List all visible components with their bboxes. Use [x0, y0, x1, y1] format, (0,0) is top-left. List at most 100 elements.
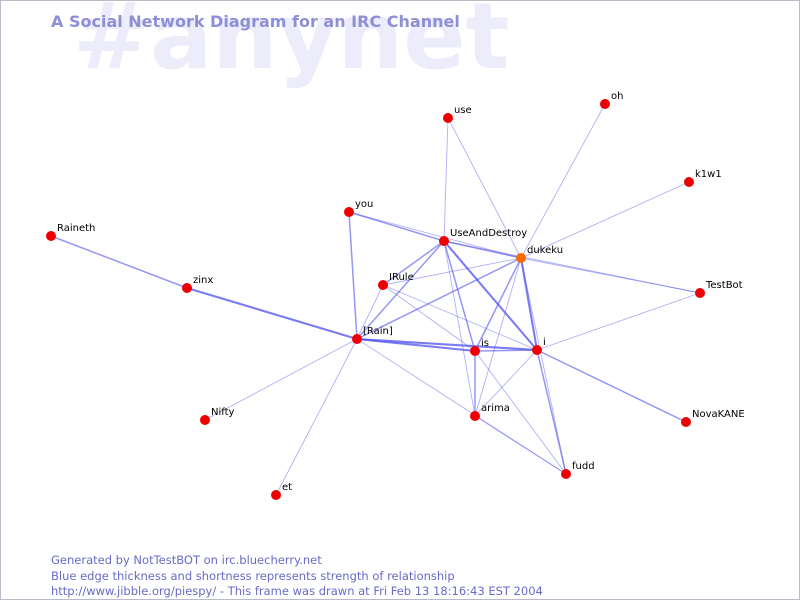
node-dukeku: dukeku [516, 245, 563, 263]
node-you: you [344, 199, 373, 217]
edge-rain-dukeku [356, 257, 522, 340]
footer: Generated by NotTestBOT on irc.bluecherr… [51, 553, 543, 599]
edge-rain-irule [356, 284, 384, 340]
node-label: k1w1 [695, 169, 722, 180]
edge-dukeku-irule [382, 257, 522, 286]
edge-dukeku-fudd [520, 257, 567, 475]
edge-rain-nifty [204, 338, 358, 421]
edge-use-dukeku [447, 117, 522, 259]
edge-layer [50, 103, 701, 496]
edge-useanddestroy-arima [443, 240, 476, 417]
node-label: [Rain] [363, 326, 393, 337]
node-label: use [454, 105, 472, 116]
node-label: UseAndDestroy [450, 228, 527, 239]
edge-useanddestroy-dukeku [443, 240, 522, 259]
edge-i-arima [474, 349, 538, 417]
node-oh: oh [600, 91, 623, 109]
edge-oh-dukeku [520, 103, 606, 259]
edge-raineth-zinx [50, 235, 188, 289]
node-dot [470, 346, 480, 356]
node-label: IRule [389, 272, 414, 283]
diagram-title: A Social Network Diagram for an IRC Chan… [51, 12, 460, 31]
node-nifty: Nifty [200, 407, 235, 425]
edge-dukeku-arima [474, 257, 522, 417]
footer-generated-by: Generated by NotTestBOT on irc.bluecherr… [51, 553, 322, 567]
edge-dukeku-is [474, 257, 522, 352]
node-dot [532, 345, 542, 355]
edge-rain-et [275, 338, 358, 496]
edge-rain-fudd [356, 338, 567, 475]
node-label: oh [611, 91, 623, 102]
edge-use-useanddestroy [443, 117, 449, 242]
node-dot [271, 490, 281, 500]
footer-url-timestamp: http://www.jibble.org/piespy/ - This fra… [51, 584, 543, 598]
node-useanddestroy: UseAndDestroy [439, 228, 527, 246]
node-dot [600, 99, 610, 109]
footer-legend-note: Blue edge thickness and shortness repres… [51, 568, 455, 583]
node-dot [561, 469, 571, 479]
edge-you-useanddestroy [348, 211, 445, 242]
edge-dukeku-i [519, 257, 539, 351]
node-raineth: Raineth [46, 223, 95, 241]
node-dot [695, 288, 705, 298]
node-dot [182, 283, 192, 293]
node-dot [681, 417, 691, 427]
node-label: fudd [572, 461, 595, 472]
node-testbot: TestBot [695, 280, 743, 298]
node-label: you [355, 199, 373, 210]
edge-i-testbot [536, 292, 701, 351]
edge-irule-is [382, 284, 476, 352]
node-dot [378, 280, 388, 290]
node-label: dukeku [527, 245, 563, 256]
edge-useanddestroy-irule [382, 240, 445, 286]
edge-useanddestroy-i [443, 240, 538, 351]
edge-useanddestroy-is [443, 240, 476, 352]
node-label: arima [481, 403, 510, 414]
node-dot [344, 207, 354, 217]
edge-is-i [474, 349, 538, 352]
edge-useanddestroy-testbot [443, 240, 701, 294]
node-irule: IRule [378, 272, 414, 290]
node-et: et [271, 482, 292, 500]
edge-dukeku-testbot [520, 257, 701, 294]
node-label: is [481, 338, 489, 349]
edge-zinx-rain [186, 286, 358, 341]
edge-rain-useanddestroy [356, 240, 445, 340]
edge-k1w1-dukeku [520, 181, 690, 259]
node-label: NovaKANE [692, 409, 745, 420]
node-dot [352, 334, 362, 344]
node-label: TestBot [705, 280, 743, 291]
node-dot [439, 236, 449, 246]
edge-i-fudd [536, 349, 567, 475]
edge-rain-you [348, 211, 358, 340]
node-dot [684, 177, 694, 187]
node-k1w1: k1w1 [684, 169, 722, 187]
node-novakane: NovaKANE [681, 409, 745, 427]
node-fudd: fudd [561, 461, 595, 479]
node-dot [470, 411, 480, 421]
node-dot [46, 231, 56, 241]
node-label: Raineth [57, 223, 95, 234]
edge-arima-fudd [474, 415, 567, 475]
node-label: zinx [193, 275, 213, 286]
edge-i-novakane [536, 349, 687, 423]
edge-rain-i [356, 337, 538, 352]
node-dot [516, 253, 526, 263]
edge-irule-i [382, 284, 538, 351]
node-rain: [Rain] [352, 326, 393, 344]
edge-you-dukeku [348, 211, 522, 259]
channel-watermark: #anynet [73, 0, 510, 90]
node-arima: arima [470, 403, 510, 421]
node-label: i [543, 337, 546, 348]
node-use: use [443, 105, 472, 123]
node-label: et [282, 482, 292, 493]
edge-is-fudd [474, 350, 567, 475]
node-dot [443, 113, 453, 123]
node-is: is [470, 338, 489, 356]
node-dot [200, 415, 210, 425]
node-i: i [532, 337, 546, 355]
node-zinx: zinx [182, 275, 213, 293]
